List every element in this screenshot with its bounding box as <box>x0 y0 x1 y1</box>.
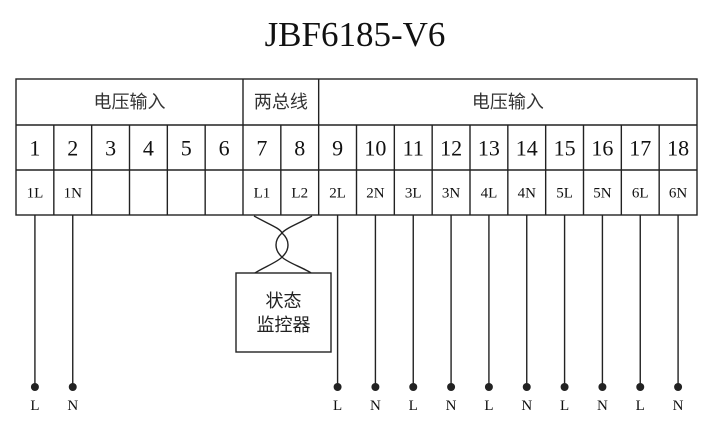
terminal-number: 7 <box>256 136 267 161</box>
terminal-number: 15 <box>554 136 576 161</box>
terminal-number: 9 <box>332 136 343 161</box>
terminal-number: 16 <box>591 136 613 161</box>
status-monitor-line1: 状态 <box>266 291 302 312</box>
terminal-block: 电压输入 两总线 电压输入 1 1L 2 1N 3 4 5 6 7L1 8L2 9 2L 10 2N 11 3L 12… <box>15 78 698 216</box>
terminal-number: 10 <box>364 136 386 161</box>
terminal-number: 2 <box>67 136 78 161</box>
terminal-dot <box>68 383 77 391</box>
status-monitor: 状态 监控器 <box>235 272 332 353</box>
terminal-number: 18 <box>667 136 689 161</box>
twisted-wire-a <box>253 215 289 274</box>
terminal-number: 8 <box>294 136 305 161</box>
wire-label: N <box>446 398 457 414</box>
terminal-number: 6 <box>219 136 230 161</box>
terminal-dot <box>30 383 39 391</box>
terminal-number: 12 <box>440 136 462 161</box>
terminal-dot <box>598 383 607 391</box>
terminal-number: 11 <box>403 136 424 161</box>
terminal-number: 5 <box>181 136 192 161</box>
terminal-number: 4 <box>143 136 154 161</box>
terminal-dot <box>636 383 645 391</box>
group-header: 两总线 <box>254 92 308 113</box>
terminal-dot <box>409 383 418 391</box>
terminal-label: 1L <box>27 186 44 202</box>
terminal-label: 2L <box>329 186 346 202</box>
terminal-label: 5L <box>556 186 573 202</box>
terminal-dot <box>484 383 493 391</box>
terminal-number: 3 <box>105 136 116 161</box>
twisted-wire-b <box>275 215 313 274</box>
wire-label: L <box>30 398 39 414</box>
terminal-dot <box>447 383 456 391</box>
wire-label: N <box>370 398 381 414</box>
terminal-dot <box>560 383 569 391</box>
group-header: 电压输入 <box>472 92 544 113</box>
terminal-label: 6L <box>632 186 649 202</box>
terminal-number: 17 <box>629 136 651 161</box>
terminal-label: L2 <box>291 186 308 202</box>
terminal-label: 4N <box>518 186 537 202</box>
wire-label: N <box>673 398 684 414</box>
terminal-number: 14 <box>516 136 538 161</box>
terminal-label: 3L <box>405 186 422 202</box>
group-header: 电压输入 <box>94 92 166 113</box>
wire-label: N <box>597 398 608 414</box>
terminal-number: 1 <box>29 136 40 161</box>
wire-label: L <box>409 398 418 414</box>
terminal-label: 3N <box>442 186 461 202</box>
terminal-dot <box>371 383 380 391</box>
status-monitor-box <box>235 272 332 353</box>
wire-label: L <box>560 398 569 414</box>
terminal-dot <box>333 383 342 391</box>
terminal-label: 1N <box>64 186 83 202</box>
wire-label: N <box>521 398 532 414</box>
terminal-label: 6N <box>669 186 688 202</box>
terminal-label: L1 <box>254 186 271 202</box>
terminal-dot <box>674 383 683 391</box>
wire-label: L <box>484 398 493 414</box>
wire-label: L <box>636 398 645 414</box>
terminal-label: 5N <box>593 186 612 202</box>
terminal-dot <box>522 383 531 391</box>
terminal-label: 4L <box>481 186 498 202</box>
wire-label: L <box>333 398 342 414</box>
wire-label: N <box>67 398 78 414</box>
bus-twisted-pair <box>253 215 313 274</box>
terminal-label: 2N <box>366 186 385 202</box>
status-monitor-line2: 监控器 <box>257 315 311 336</box>
diagram-title: JBF6185-V6 <box>264 15 446 54</box>
terminal-number: 13 <box>478 136 500 161</box>
